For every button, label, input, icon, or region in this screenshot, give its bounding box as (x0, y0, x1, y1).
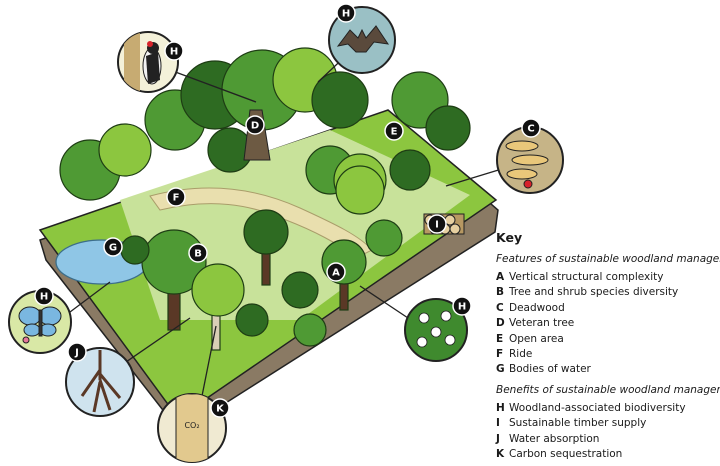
callout-letter: H (40, 292, 48, 303)
callout-letter: E (391, 127, 398, 138)
callout-letter: B (194, 249, 202, 260)
callout-letter: H (342, 9, 350, 20)
key-item-label: Water absorption (509, 433, 599, 445)
callout-h: H (337, 4, 355, 22)
key-item-label: Ride (509, 348, 532, 360)
key-title: Key (496, 230, 718, 245)
key-item-letter: G (496, 362, 509, 377)
woodpecker-inset (118, 30, 178, 100)
co2-label: CO₂ (184, 421, 199, 430)
key-item-letter: A (496, 270, 509, 285)
key-panel: Key Features of sustainable woodland man… (496, 230, 718, 462)
key-item-label: Tree and shrub species diversity (509, 286, 678, 298)
callout-c: C (522, 119, 540, 137)
callout-g: G (104, 238, 122, 256)
callout-letter: H (170, 47, 178, 58)
callout-f: F (167, 188, 185, 206)
key-item-letter: E (496, 332, 509, 347)
benefits-heading: Benefits of sustainable woodland managem… (496, 384, 718, 396)
callout-j: J (68, 343, 86, 361)
callout-e: E (385, 122, 403, 140)
callout-letter: A (332, 268, 340, 279)
callout-h: H (35, 287, 53, 305)
key-item-letter: J (496, 432, 509, 447)
callout-letter: J (74, 348, 79, 359)
callout-letter: C (527, 124, 534, 135)
key-item-label: Woodland-associated biodiversity (509, 402, 686, 414)
callout-h: H (165, 42, 183, 60)
callout-letter: F (173, 193, 180, 204)
features-heading: Features of sustainable woodland managem… (496, 253, 718, 265)
key-item-letter: F (496, 347, 509, 362)
callout-h: H (453, 297, 471, 315)
key-item-label: Vertical structural complexity (509, 271, 664, 283)
key-item-label: Open area (509, 333, 564, 345)
key-item-label: Bodies of water (509, 363, 591, 375)
callout-a: A (327, 263, 345, 281)
callout-b: B (189, 244, 207, 262)
key-item-letter: H (496, 401, 509, 416)
key-item-letter: C (496, 301, 509, 316)
key-item-label: Deadwood (509, 302, 565, 314)
callout-letter: I (435, 220, 439, 231)
callout-d: D (246, 116, 264, 134)
callout-i: I (428, 215, 446, 233)
callout-letter: D (251, 121, 259, 132)
key-item-label: Veteran tree (509, 317, 574, 329)
key-item-letter: K (496, 447, 509, 462)
key-item-label: Sustainable timber supply (509, 417, 646, 429)
key-item-letter: D (496, 316, 509, 331)
key-item-letter: I (496, 416, 509, 431)
callout-letter: G (109, 243, 117, 254)
key-item-letter: B (496, 285, 509, 300)
key-item-label: Carbon sequestration (509, 448, 622, 460)
callout-letter: K (216, 404, 225, 415)
callout-letter: H (458, 302, 466, 313)
callout-k: K (211, 399, 229, 417)
